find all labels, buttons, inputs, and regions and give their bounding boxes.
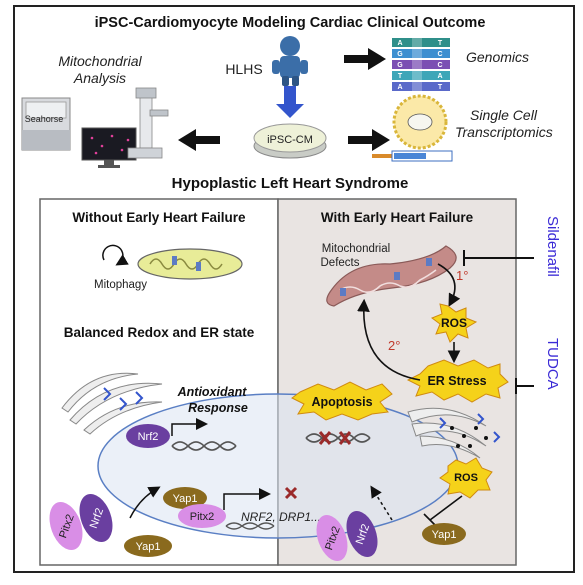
pitx2-outside-right-shape bbox=[316, 514, 348, 562]
er-membrane-icon bbox=[61, 372, 163, 435]
er-stress-label: ER Stress bbox=[427, 374, 486, 388]
ros-small-burst-icon bbox=[439, 457, 493, 499]
dna-letter: G bbox=[397, 62, 403, 69]
dna-letter: A bbox=[397, 40, 402, 47]
mito-analysis-label-1: Mitochondrial bbox=[58, 53, 142, 69]
nrf2-outside-right-shape bbox=[346, 510, 378, 558]
ros-burst-icon bbox=[430, 303, 478, 343]
monitor-icon bbox=[81, 127, 137, 168]
defects-label-1: Mitochondrial bbox=[322, 243, 390, 255]
damaged-mitochondrion-icon bbox=[326, 245, 457, 307]
microscope-icon bbox=[127, 87, 169, 159]
tudca-inhibition-icon bbox=[515, 378, 534, 394]
nrf2-outside-shape bbox=[79, 493, 113, 543]
left-arrow-icon bbox=[178, 129, 220, 151]
right-panel-title: With Early Heart Failure bbox=[321, 210, 474, 225]
dna-letter: A bbox=[397, 84, 402, 91]
ros-small-label: ROS bbox=[454, 472, 478, 484]
down-arrow-icon bbox=[276, 86, 304, 118]
antioxidant-label-1: Antioxidant bbox=[177, 385, 248, 399]
left-panel-title: Without Early Heart Failure bbox=[72, 210, 246, 225]
yap1-nuclear-label: Yap1 bbox=[173, 493, 198, 505]
apoptosis-burst-icon bbox=[291, 381, 393, 421]
yap1-outside-shape bbox=[124, 535, 172, 557]
dna-letter: G bbox=[397, 51, 403, 58]
dna-letter: C bbox=[437, 62, 442, 69]
pitx2-outside-shape bbox=[49, 501, 83, 551]
petri-dish-icon bbox=[253, 123, 327, 159]
nuclear-import-arrow-icon bbox=[129, 486, 161, 519]
balanced-state-label: Balanced Redox and ER state bbox=[64, 325, 255, 340]
primary-arrow-icon bbox=[437, 263, 461, 307]
genomics-label: Genomics bbox=[466, 49, 529, 65]
seahorse-analyzer-icon bbox=[21, 97, 71, 151]
sildenafil-inhibition-icon bbox=[463, 250, 534, 266]
ros-label: ROS bbox=[441, 316, 467, 330]
single-cell-droplet-icon bbox=[372, 94, 453, 162]
damaged-er-icon bbox=[407, 407, 501, 459]
dna-blocked-icon bbox=[305, 431, 371, 445]
dashed-arrow-icon bbox=[370, 485, 393, 521]
dna-helix-lower-icon bbox=[225, 522, 275, 530]
healthy-mitochondrion-icon bbox=[137, 248, 243, 280]
nrf2-nuclear-shape bbox=[126, 424, 170, 448]
dna-letter: T bbox=[438, 84, 443, 91]
mitophagy-label: Mitophagy bbox=[94, 279, 147, 291]
single-cell-label-1: Single Cell bbox=[470, 107, 538, 123]
mitophagy-cycle-icon bbox=[102, 244, 129, 266]
nrf2-nuclear-label: Nrf2 bbox=[138, 431, 159, 443]
defects-label-2: Defects bbox=[321, 257, 360, 269]
ipsc-cm-label: iPSC-CM bbox=[267, 134, 313, 146]
dna-letter: C bbox=[437, 51, 442, 58]
yap1-outside-label: Yap1 bbox=[136, 541, 161, 553]
dna-letter: T bbox=[438, 40, 443, 47]
er-stress-burst-icon bbox=[406, 359, 509, 403]
yap1-outside-right-label: Yap1 bbox=[432, 529, 457, 541]
antioxidant-label-2: Response bbox=[188, 401, 248, 415]
single-cell-label-2: Transcriptomics bbox=[455, 124, 553, 140]
yap1-nuclear-shape bbox=[163, 487, 207, 509]
section-title: Hypoplastic Left Heart Syndrome bbox=[172, 175, 409, 192]
target-genes-label: NRF2, DRP1... bbox=[241, 510, 321, 524]
seahorse-label: Seahorse bbox=[25, 114, 64, 124]
pitx2-nuclear-shape bbox=[178, 504, 226, 528]
blocked-x-icon bbox=[284, 486, 298, 500]
secondary-arrow-icon bbox=[357, 298, 421, 381]
pitx2-arrow-icon bbox=[223, 488, 271, 510]
dna-letters: A T G C G C T A A T bbox=[397, 40, 443, 91]
pitx2-nuclear-label: Pitx2 bbox=[190, 511, 214, 523]
mito-analysis-label-2: Analysis bbox=[73, 70, 126, 86]
patient-icon bbox=[272, 36, 308, 86]
right-arrow-transcriptomics-icon bbox=[348, 129, 390, 151]
dna-letter: A bbox=[437, 73, 442, 80]
right-arrow-genomics-icon bbox=[344, 48, 386, 70]
inhibition-bar-icon bbox=[423, 495, 463, 527]
transcription-arrow-icon bbox=[171, 418, 208, 436]
dna-helix-icon bbox=[171, 441, 237, 451]
sildenafil-label: Sildenafil bbox=[544, 216, 561, 277]
hlhs-label: HLHS bbox=[225, 61, 262, 77]
secondary-label: 2° bbox=[388, 338, 400, 353]
apoptosis-label: Apoptosis bbox=[311, 395, 372, 409]
yap1-outside-right-shape bbox=[422, 523, 466, 545]
dna-letter: T bbox=[398, 73, 403, 80]
primary-label: 1° bbox=[456, 268, 468, 283]
tudca-label: TUDCA bbox=[544, 338, 561, 390]
main-title: iPSC-Cardiomyocyte Modeling Cardiac Clin… bbox=[95, 15, 486, 31]
dna-sequence-icon bbox=[392, 38, 450, 91]
